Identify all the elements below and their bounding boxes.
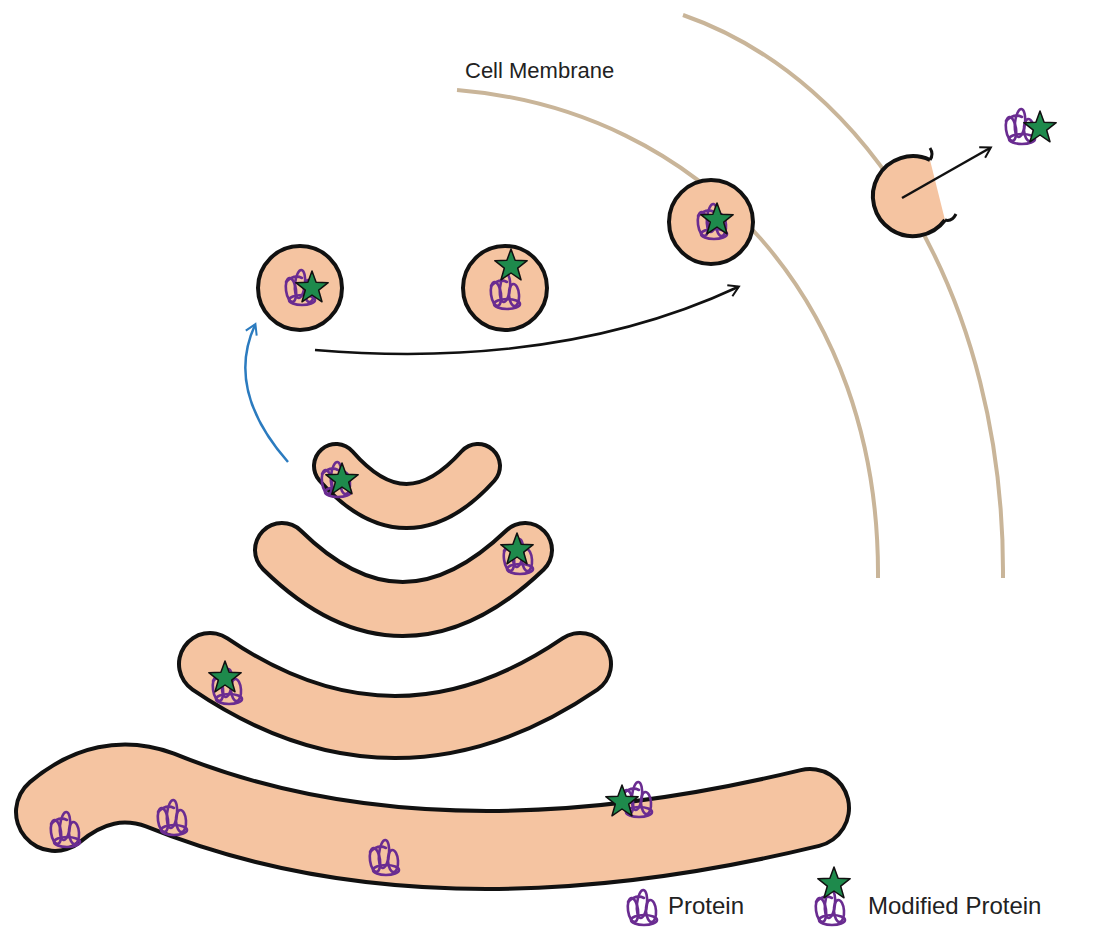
membrane-outer [683, 15, 1003, 578]
legend-text: Protein [668, 892, 744, 920]
cisterna [210, 664, 580, 727]
protein-icon [49, 812, 80, 847]
cisterna-outline [336, 466, 478, 506]
vesicle [463, 246, 547, 330]
legend-text: Modified Protein [868, 892, 1041, 920]
cisterna [55, 784, 810, 850]
cisterna [282, 550, 525, 609]
legend-protein-sample [626, 890, 657, 925]
modification-star [1024, 111, 1056, 142]
protein-icon [156, 800, 187, 835]
modification-star [501, 533, 533, 564]
fusing-vesicle [873, 156, 945, 236]
modification-star [326, 463, 358, 494]
vesicle [669, 180, 753, 264]
membrane-inner [457, 90, 878, 578]
golgi-stack [55, 466, 810, 850]
transport-arrow [315, 287, 738, 354]
cisterna-outline [55, 784, 810, 850]
modification-star [701, 203, 733, 234]
vesicle [258, 246, 342, 330]
cisterna-outline [210, 664, 580, 727]
budding-arrow [245, 325, 288, 462]
secretion-arrow [902, 148, 990, 198]
modification-star [606, 785, 638, 816]
modification-star [296, 271, 328, 302]
protein-icon [489, 274, 520, 309]
vesicle-opening [930, 148, 956, 220]
legend-modified-sample [818, 867, 850, 898]
cisterna-outline [282, 550, 525, 609]
protein-icon [368, 840, 399, 875]
modification-star [495, 249, 527, 280]
cisterna [336, 466, 478, 506]
membrane-label: Cell Membrane [465, 58, 614, 84]
modification-star [209, 661, 241, 692]
